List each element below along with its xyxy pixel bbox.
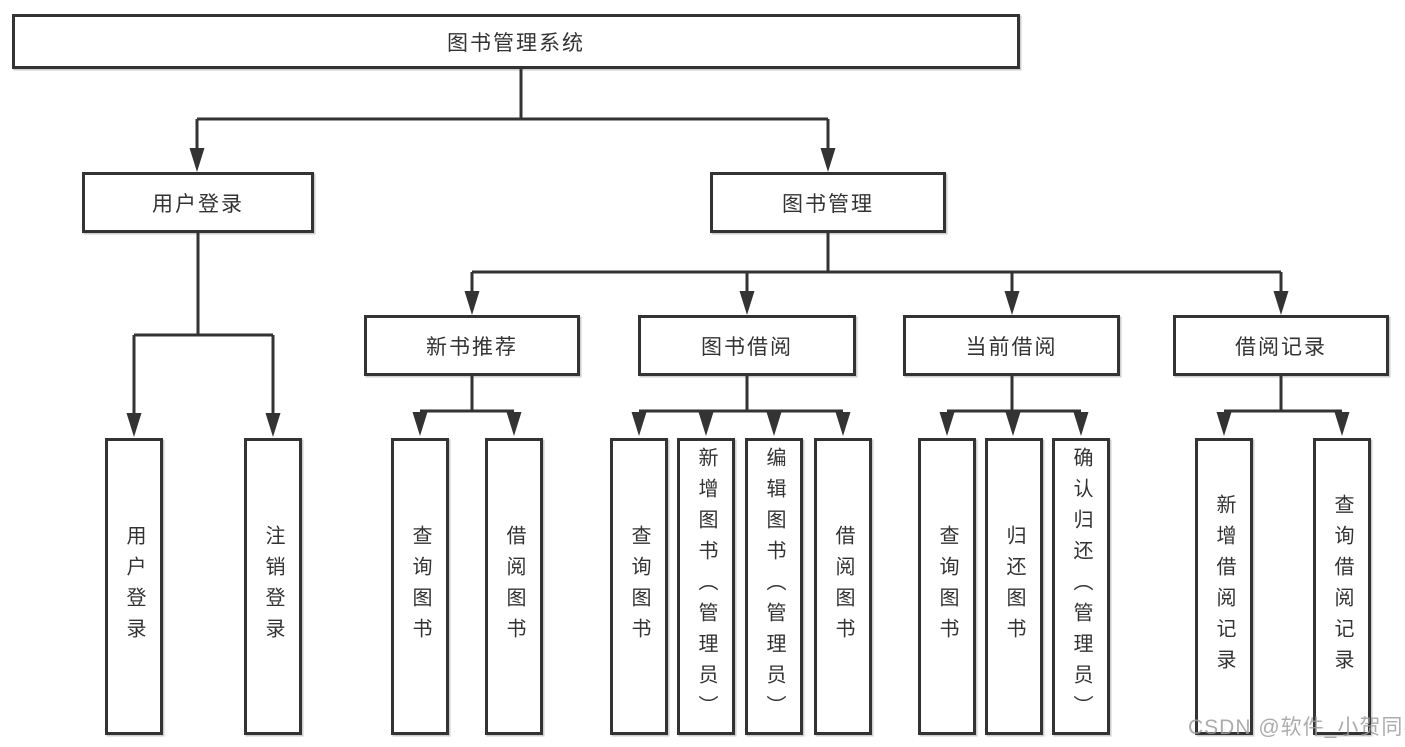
leaf-logout-label: 注销登录	[262, 524, 284, 649]
leaf-newbook-borrow-books-label: 借阅图书	[503, 524, 525, 649]
leaf-newbook-query-books-label: 查询图书	[409, 524, 431, 649]
leaf-add-borrow-record: 新增借阅记录	[1195, 438, 1253, 735]
node-user-login-branch-label: 用户登录	[152, 192, 244, 216]
node-root-system: 图书管理系统	[12, 14, 1020, 69]
leaf-borrow-books-label: 借阅图书	[832, 524, 854, 649]
node-current-borrow: 当前借阅	[903, 315, 1120, 376]
leaf-newbook-query-books: 查询图书	[391, 438, 449, 735]
node-book-borrow: 图书借阅	[638, 315, 856, 376]
leaf-confirm-return-admin: 确认归还（管理员）	[1052, 438, 1110, 735]
leaf-borrow-books: 借阅图书	[814, 438, 872, 735]
leaf-edit-books-admin-label: 编辑图书（管理员）	[763, 447, 785, 726]
leaf-newbook-borrow-books: 借阅图书	[485, 438, 543, 735]
leaf-borrow-query-books: 查询图书	[610, 438, 668, 735]
node-new-book-recommend-label: 新书推荐	[426, 335, 518, 359]
leaf-edit-books-admin: 编辑图书（管理员）	[745, 438, 803, 735]
node-new-book-recommend: 新书推荐	[364, 315, 580, 376]
node-user-login-branch: 用户登录	[82, 172, 314, 233]
leaf-add-borrow-record-label: 新增借阅记录	[1213, 493, 1235, 680]
leaf-confirm-return-admin-label: 确认归还（管理员）	[1070, 447, 1092, 726]
node-borrow-record-label: 借阅记录	[1235, 335, 1327, 359]
node-book-management-branch-label: 图书管理	[782, 192, 874, 216]
node-current-borrow-label: 当前借阅	[965, 335, 1058, 359]
leaf-query-borrow-record-label: 查询借阅记录	[1331, 493, 1353, 680]
leaf-return-books-label: 归还图书	[1003, 524, 1025, 649]
leaf-add-books-admin-label: 新增图书（管理员）	[695, 447, 717, 726]
leaf-logout: 注销登录	[244, 438, 302, 735]
node-book-management-branch: 图书管理	[710, 172, 946, 233]
leaf-current-query-books: 查询图书	[918, 438, 976, 735]
node-book-borrow-label: 图书借阅	[701, 335, 793, 359]
leaf-query-borrow-record: 查询借阅记录	[1313, 438, 1371, 735]
leaf-borrow-query-books-label: 查询图书	[628, 524, 650, 649]
csdn-watermark: CSDN @软件_小贺同学	[1188, 716, 1405, 739]
node-borrow-record: 借阅记录	[1173, 315, 1389, 376]
leaf-return-books: 归还图书	[985, 438, 1043, 735]
leaf-add-books-admin: 新增图书（管理员）	[677, 438, 735, 735]
node-root-system-label: 图书管理系统	[447, 31, 585, 55]
leaf-user-login-label: 用户登录	[123, 524, 145, 649]
leaf-user-login: 用户登录	[105, 438, 163, 735]
leaf-current-query-books-label: 查询图书	[936, 524, 958, 649]
